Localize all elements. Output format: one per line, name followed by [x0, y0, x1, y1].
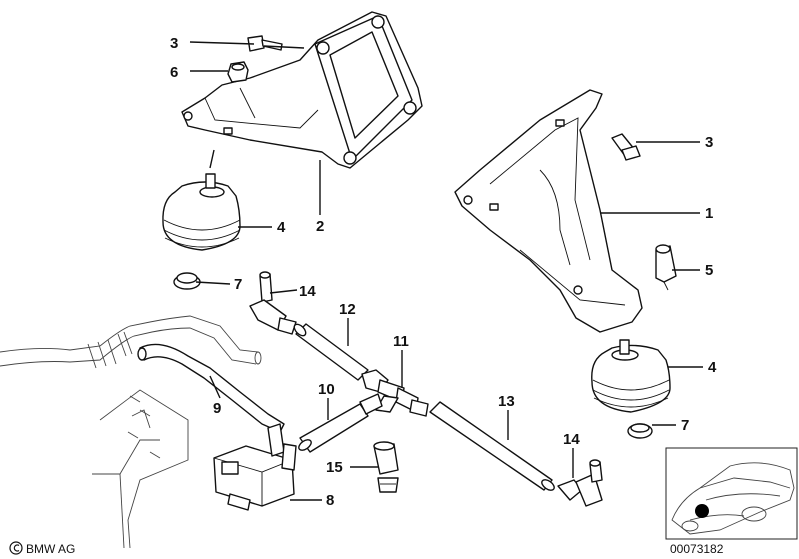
bolt-top-left[interactable] [247, 35, 283, 52]
rubber-grommet-left[interactable] [173, 272, 201, 290]
callout-13: 13 [498, 393, 515, 410]
bolt-right[interactable] [611, 133, 641, 161]
tube-10[interactable] [297, 393, 383, 453]
callout-numbers: 3 6 2 4 7 14 12 11 3 1 5 4 7 10 13 9 15 … [170, 35, 717, 509]
callout-11: 11 [393, 333, 409, 350]
footer: BMW AG 00073182 [9, 541, 724, 556]
tube-13[interactable] [429, 401, 556, 492]
engine-support-bracket-left[interactable] [181, 11, 423, 169]
callout-1: 1 [705, 205, 713, 222]
brand-label: BMW AG [26, 542, 75, 556]
vacuum-hose[interactable] [137, 343, 285, 433]
callout-7-right: 7 [681, 417, 689, 434]
callout-12: 12 [339, 301, 356, 318]
tube-12[interactable] [292, 322, 369, 381]
callout-4-right: 4 [708, 359, 717, 376]
fastener-clip[interactable] [373, 441, 399, 493]
angle-connector-upper[interactable] [249, 271, 297, 335]
callout-14-lower: 14 [563, 431, 580, 448]
callout-9: 9 [213, 400, 221, 417]
callout-15: 15 [326, 459, 343, 476]
leader-lines [189, 41, 703, 501]
callout-6: 6 [170, 64, 178, 81]
hex-nut[interactable] [227, 61, 249, 83]
callout-2: 2 [316, 218, 324, 235]
angle-connector-lower[interactable] [557, 459, 603, 507]
callout-4-left: 4 [277, 219, 286, 236]
stop-buffer[interactable] [655, 244, 677, 291]
callout-10: 10 [318, 381, 335, 398]
callout-8: 8 [326, 492, 334, 509]
callout-3-top-left: 3 [170, 35, 178, 52]
engine-location-marker [695, 504, 709, 518]
engine-mount-left[interactable] [162, 149, 241, 251]
vacuum-line-context [0, 315, 262, 549]
vehicle-location-inset [665, 447, 798, 540]
copyright-icon [9, 541, 23, 555]
callout-7-left: 7 [234, 276, 242, 293]
callout-5: 5 [705, 262, 713, 279]
engine-support-bracket-right[interactable] [454, 89, 643, 333]
callout-3-right: 3 [705, 134, 713, 151]
rubber-grommet-right[interactable] [627, 423, 653, 439]
callout-14-upper: 14 [299, 283, 316, 300]
engine-mount-right[interactable] [591, 339, 671, 413]
drawing-number: 00073182 [670, 542, 724, 556]
solenoid-valve[interactable] [213, 423, 297, 511]
